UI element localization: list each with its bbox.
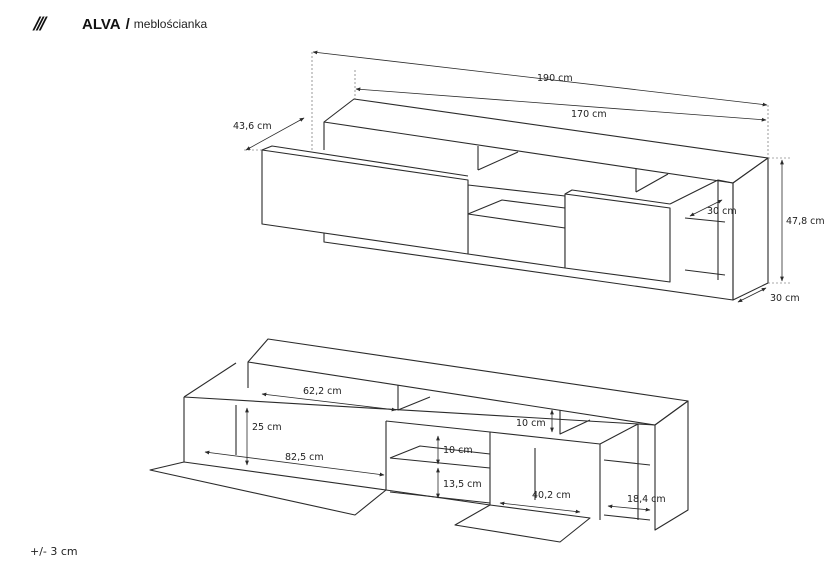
right-flap-top xyxy=(564,189,671,205)
label-height: 47,8 cm xyxy=(786,216,825,227)
label-depth: 43,6 cm xyxy=(233,121,272,132)
label-small-gap: 10 cm xyxy=(516,418,546,429)
closed-cabinet-view: 190 cm 170 cm 43,6 cm 47,8 cm 30 cm 30 c… xyxy=(233,50,825,304)
middle-shelf-back xyxy=(467,199,566,215)
brand-header: /// ALVA / meblościanka xyxy=(34,13,207,35)
right-compartment-bottom xyxy=(684,269,726,276)
open-upright-mid xyxy=(397,385,431,411)
open-right-side xyxy=(654,400,689,531)
model-name: ALVA xyxy=(82,15,121,33)
left-open-flap xyxy=(149,461,387,516)
middle-shelf-1 xyxy=(389,445,491,459)
label-side-shelf: 30 cm xyxy=(707,206,737,217)
middle-shelf-bottom xyxy=(389,491,491,504)
upright-right-top xyxy=(635,173,669,193)
open-cabinet-view: 62,2 cm 10 cm 25 cm 82,5 cm 10 cm 13,5 c… xyxy=(149,338,689,543)
side-compartment-bottom xyxy=(603,514,651,521)
label-top-shelf: 62,2 cm xyxy=(303,386,342,397)
label-total-width: 190 cm xyxy=(537,73,573,84)
dim-top-shelf xyxy=(261,392,397,412)
label-side-compartment: 18,4 cm xyxy=(627,494,666,505)
label-compartment-width: 82,5 cm xyxy=(285,452,324,463)
right-compartment xyxy=(669,179,734,300)
logo-icon: /// xyxy=(34,14,47,34)
product-category: meblościanka xyxy=(133,17,208,31)
body-left-top xyxy=(183,362,237,398)
right-open-flap xyxy=(454,504,591,543)
middle-shelf-1-front xyxy=(389,457,491,469)
middle-shelf xyxy=(467,213,566,229)
dim-compartment-width xyxy=(204,450,385,477)
title-separator: / xyxy=(125,15,130,33)
upright-left-top xyxy=(477,151,519,171)
right-compartment-shelf xyxy=(684,217,726,223)
label-bottom-depth: 30 cm xyxy=(770,293,800,304)
label-right-compartment: 40,2 cm xyxy=(532,490,571,501)
open-top-panel xyxy=(247,338,689,426)
dim-170 xyxy=(355,87,767,122)
base-edge xyxy=(323,233,734,301)
label-inner-width: 170 cm xyxy=(571,109,607,120)
dim-bottom-depth xyxy=(737,287,767,303)
tolerance-note: +/- 3 cm xyxy=(30,545,78,558)
right-flap xyxy=(564,193,671,283)
label-compartment-height: 25 cm xyxy=(252,422,282,433)
dim-depth xyxy=(245,117,305,151)
right-side xyxy=(732,157,769,301)
dim-side-compartment xyxy=(607,504,651,512)
dim-side-shelf xyxy=(689,199,723,217)
dim-right-compartment xyxy=(499,501,581,514)
left-flap xyxy=(261,149,469,255)
side-compartment-shelf xyxy=(603,459,651,466)
middle-opening xyxy=(467,184,566,269)
label-lower-shelf: 13,5 cm xyxy=(443,479,482,490)
label-mid-shelf: 10 cm xyxy=(443,445,473,456)
side-compartment xyxy=(599,423,639,520)
open-upright-right xyxy=(559,410,591,435)
